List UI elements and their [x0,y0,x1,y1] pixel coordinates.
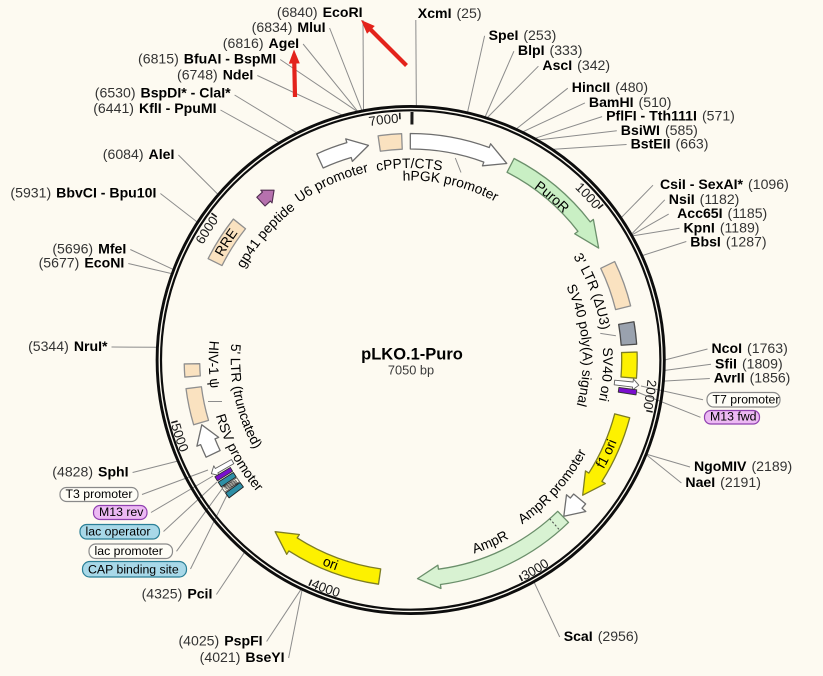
svg-text:(4828)SphI: (4828)SphI [52,464,128,480]
svg-text:CsiI - SexAI*(1096): CsiI - SexAI*(1096) [660,176,789,192]
svg-text:BlpI(333): BlpI(333) [518,42,583,58]
svg-text:AvrII(1856): AvrII(1856) [714,370,791,386]
svg-text:HIV-1 ψ: HIV-1 ψ [206,340,223,389]
svg-text:lac operator: lac operator [86,525,151,539]
svg-text:BbsI(1287): BbsI(1287) [690,233,766,249]
svg-text:7050 bp: 7050 bp [388,363,434,378]
svg-text:T7 promoter: T7 promoter [713,393,780,407]
svg-text:CAP binding site: CAP binding site [88,563,179,577]
svg-text:(6748)NdeI: (6748)NdeI [177,67,253,83]
svg-text:(4325)PciI: (4325)PciI [142,586,213,602]
svg-text:(5931)BbvCI - Bpu10I: (5931)BbvCI - Bpu10I [10,185,156,201]
svg-text:AscI(342): AscI(342) [542,57,610,73]
svg-text:M13 fwd: M13 fwd [710,410,757,424]
svg-text:NcoI(1763): NcoI(1763) [712,340,788,356]
svg-text:HincII(480): HincII(480) [572,79,648,95]
svg-text:pLKO.1-Puro: pLKO.1-Puro [361,346,463,364]
svg-text:ScaI(2956): ScaI(2956) [564,628,639,644]
svg-text:(5344)NruI*: (5344)NruI* [28,338,108,354]
svg-text:(6084)AleI: (6084)AleI [103,146,175,162]
svg-text:lac promoter: lac promoter [95,544,163,558]
svg-text:(6441)KflI - PpuMI: (6441)KflI - PpuMI [93,100,216,116]
svg-text:BstEII(663): BstEII(663) [631,136,709,152]
svg-text:(6815)BfuAI - BspMI: (6815)BfuAI - BspMI [138,51,276,67]
svg-text:M13 rev: M13 rev [99,505,144,519]
svg-text:(6816)AgeI: (6816)AgeI [223,35,299,51]
svg-text:T3 promoter: T3 promoter [66,487,133,501]
svg-text:(6834)MluI: (6834)MluI [252,19,326,35]
svg-text:SpeI(253): SpeI(253) [489,27,557,43]
svg-text:XcmI(25): XcmI(25) [418,5,482,21]
svg-text:NgoMIV(2189): NgoMIV(2189) [694,458,792,474]
svg-text:NaeI(2191): NaeI(2191) [685,474,761,490]
svg-text:(6530)BspDI* - ClaI*: (6530)BspDI* - ClaI* [95,85,231,101]
